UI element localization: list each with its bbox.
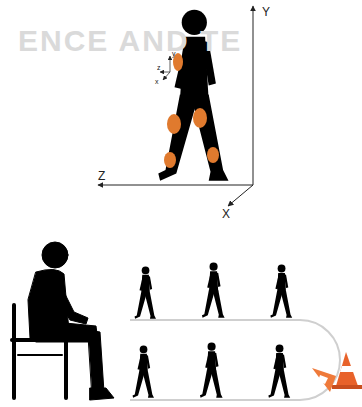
watermark: ENCE AND TE	[18, 26, 242, 56]
axis-label: z	[157, 64, 161, 71]
axis-label: X	[222, 208, 230, 220]
axis-label: Z	[98, 170, 105, 182]
traffic-cones	[312, 352, 362, 392]
axis-label: y	[172, 50, 176, 57]
axis-label: x	[155, 78, 159, 85]
seated-person	[28, 242, 114, 400]
walking-sequence	[133, 263, 293, 398]
sensor-markers	[164, 53, 219, 168]
walkway	[130, 320, 340, 400]
axis-label: Y	[262, 6, 270, 18]
local-axes	[160, 56, 170, 80]
